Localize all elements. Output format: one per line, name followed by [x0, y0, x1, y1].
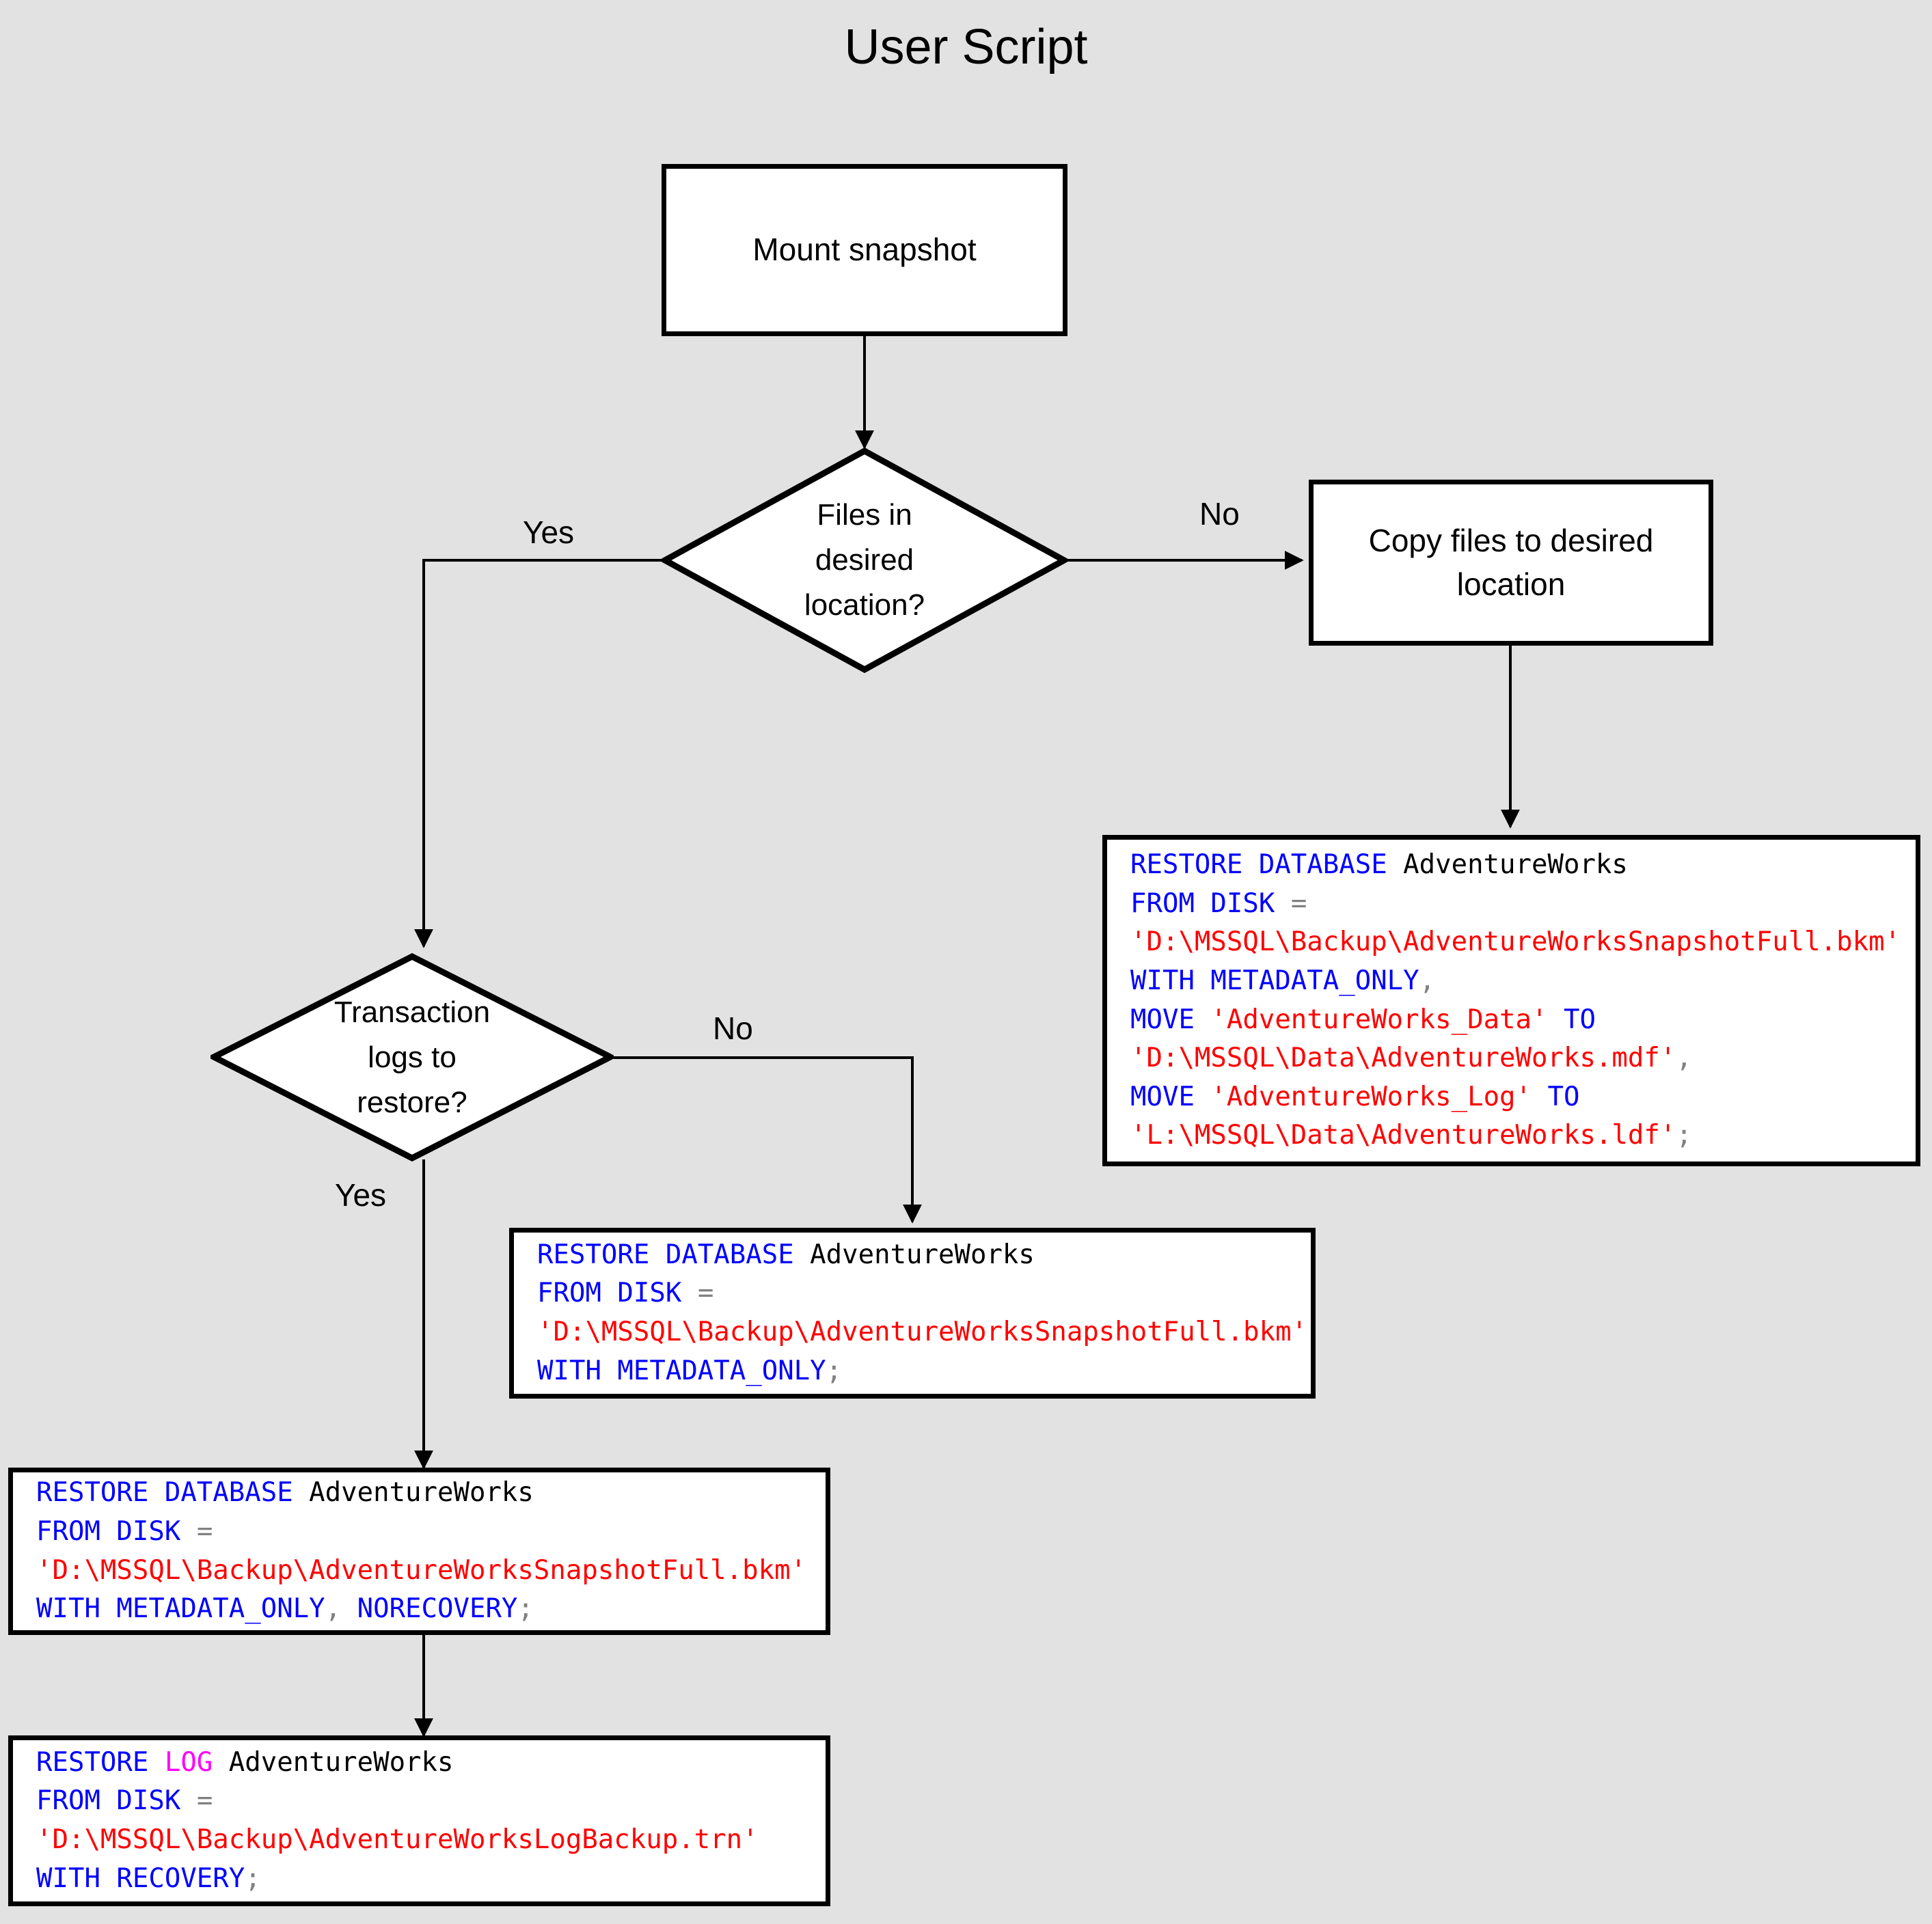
node-mount-snapshot-label: Mount snapshot: [752, 232, 977, 268]
node-copy-files[interactable]: Copy files to desired location: [1309, 480, 1713, 646]
edge-label-logs-yes: Yes: [335, 1177, 387, 1213]
code-block-restore-log[interactable]: RESTORE LOG AdventureWorks FROM DISK = '…: [8, 1735, 830, 1906]
code-block-restore-norecovery[interactable]: RESTORE DATABASE AdventureWorks FROM DIS…: [8, 1468, 830, 1635]
edge-label-logs-no: No: [713, 1011, 753, 1046]
diamond-shape-logs: [207, 952, 617, 1162]
code-block-restore-with-move[interactable]: RESTORE DATABASE AdventureWorks FROM DIS…: [1102, 835, 1920, 1166]
edge-label-files-no: No: [1199, 496, 1240, 532]
code-restore-norecovery-text: RESTORE DATABASE AdventureWorks FROM DIS…: [36, 1477, 807, 1625]
code-block-restore-metadata-only[interactable]: RESTORE DATABASE AdventureWorks FROM DIS…: [509, 1228, 1316, 1399]
code-restore-with-move-text: RESTORE DATABASE AdventureWorks FROM DIS…: [1130, 849, 1901, 1151]
code-restore-log-text: RESTORE LOG AdventureWorks FROM DISK = '…: [36, 1746, 759, 1894]
node-copy-files-label: Copy files to desired location: [1368, 523, 1654, 602]
diamond-shape-files: [658, 447, 1071, 674]
page-title: User Script: [844, 20, 1088, 74]
edge-label-files-yes: Yes: [523, 514, 575, 550]
node-transaction-logs[interactable]: Transaction logs to restore?: [207, 952, 617, 1162]
edge-logs-no-to-metadata: [614, 1056, 922, 1224]
node-files-in-desired-location[interactable]: Files in desired location?: [658, 447, 1071, 674]
edge-files-yes-to-logs: [414, 559, 662, 948]
node-mount-snapshot[interactable]: Mount snapshot: [662, 164, 1067, 336]
code-restore-metadata-only-text: RESTORE DATABASE AdventureWorks FROM DIS…: [537, 1239, 1308, 1386]
